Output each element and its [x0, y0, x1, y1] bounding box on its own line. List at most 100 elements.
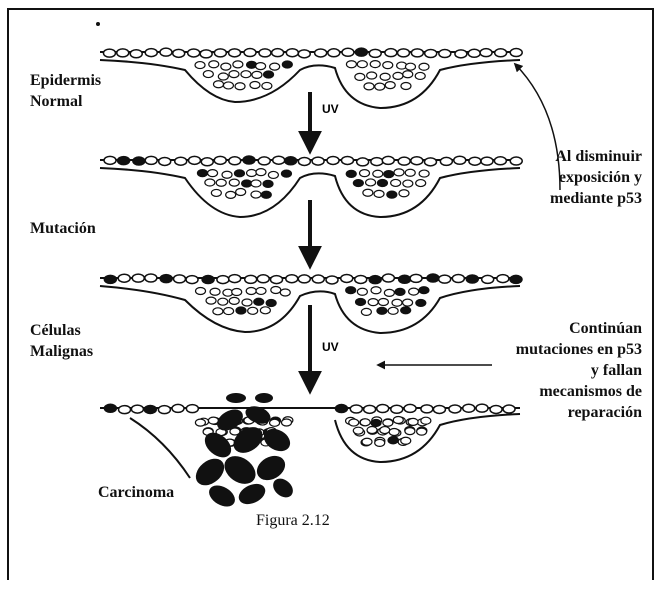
cell	[298, 50, 310, 58]
cell	[223, 82, 233, 89]
cell	[357, 288, 367, 295]
cell	[371, 158, 383, 166]
cell	[403, 71, 413, 78]
cell	[349, 419, 359, 426]
cell	[236, 307, 246, 314]
cell	[118, 157, 130, 165]
cell	[282, 419, 292, 426]
cell	[419, 287, 429, 294]
cell	[388, 307, 398, 314]
cell	[371, 419, 381, 426]
cell	[188, 49, 200, 57]
cell	[195, 62, 205, 69]
cell	[383, 62, 393, 69]
cell	[355, 275, 367, 283]
cell	[270, 419, 280, 426]
cell	[363, 189, 373, 196]
uv-label-1: UV	[322, 102, 339, 116]
cell	[312, 157, 324, 165]
cell	[104, 156, 116, 164]
cell	[360, 170, 370, 177]
cell	[355, 73, 365, 80]
cell	[366, 179, 376, 186]
cell	[254, 298, 264, 305]
cell	[481, 157, 493, 165]
cell	[145, 274, 157, 282]
cell	[241, 71, 251, 78]
cell	[252, 71, 262, 78]
cell	[298, 157, 310, 165]
cell	[247, 61, 257, 68]
cell	[282, 61, 292, 68]
cell	[482, 275, 494, 283]
cell	[226, 191, 236, 198]
cell	[346, 170, 356, 177]
cell	[374, 190, 384, 197]
cell	[387, 191, 397, 198]
cell	[229, 297, 239, 304]
cell	[104, 275, 116, 283]
cell	[197, 170, 207, 177]
cell	[232, 289, 242, 296]
cell	[417, 428, 427, 435]
cell	[202, 276, 214, 284]
cell	[229, 157, 241, 165]
cell	[463, 404, 475, 412]
cell	[211, 189, 221, 196]
cell	[346, 287, 356, 294]
cell	[262, 82, 272, 89]
cell	[131, 405, 143, 413]
cell	[388, 437, 398, 444]
cell	[389, 429, 399, 436]
cell	[397, 49, 409, 57]
cell	[393, 417, 403, 424]
cell	[175, 157, 187, 165]
cell	[350, 405, 362, 413]
cell	[312, 275, 324, 283]
cell	[455, 50, 467, 58]
label-carcinoma: Carcinoma	[98, 482, 174, 503]
cell	[385, 49, 397, 57]
cell	[200, 50, 212, 58]
cell	[405, 169, 415, 176]
cell	[415, 72, 425, 79]
cell	[280, 289, 290, 296]
cell	[401, 307, 411, 314]
label-epidermis: Epidermis Normal	[30, 70, 101, 112]
cell	[203, 71, 213, 78]
cell	[342, 48, 354, 56]
cell	[242, 299, 252, 306]
cell	[369, 276, 381, 284]
cell	[258, 157, 270, 165]
cell	[263, 180, 273, 187]
cell	[247, 170, 257, 177]
cell	[401, 437, 411, 444]
cell	[410, 274, 422, 282]
cell	[384, 171, 394, 178]
cell	[246, 288, 256, 295]
cell	[268, 171, 278, 178]
cell	[399, 275, 411, 283]
cell	[398, 157, 410, 165]
cell	[369, 49, 381, 57]
cell	[403, 180, 413, 187]
cell	[224, 308, 234, 315]
cell	[382, 274, 394, 282]
cell	[298, 275, 310, 283]
cell	[221, 63, 231, 70]
cell	[270, 63, 280, 70]
cell	[357, 61, 367, 68]
cell	[160, 275, 172, 283]
cell	[401, 82, 411, 89]
cell	[272, 49, 284, 57]
cell	[188, 156, 200, 164]
cell	[214, 156, 226, 164]
cell	[213, 308, 223, 315]
cell	[404, 404, 416, 412]
cell	[409, 288, 419, 295]
cell	[217, 276, 229, 284]
cell	[173, 49, 185, 57]
cell	[328, 49, 340, 57]
cell	[261, 191, 271, 198]
cell	[271, 287, 281, 294]
